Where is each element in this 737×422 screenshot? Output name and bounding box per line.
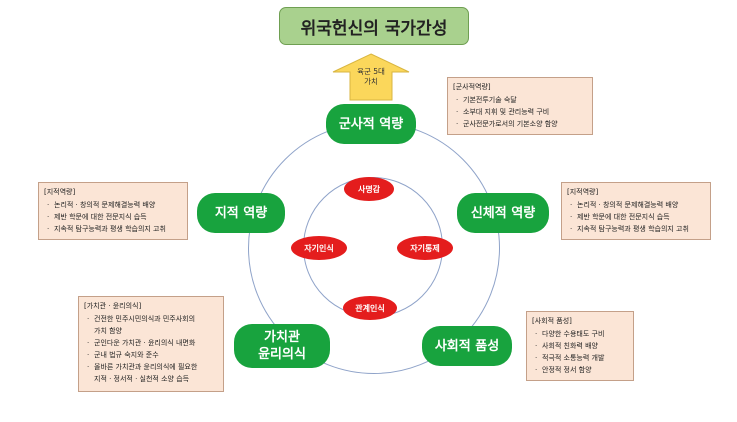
- center-bottom-oval: 관계인식: [343, 296, 397, 320]
- list-item: 제반 학문에 대한 전문지식 습득: [570, 211, 705, 223]
- list-item: 군내 법규 숙지와 준수: [87, 349, 218, 361]
- list-item: 적극적 소통능력 개발: [535, 352, 628, 364]
- pillar-values: 가치관 윤리의식: [234, 324, 330, 368]
- military-box: [군사적역량] 기본전투기술 숙달 소부대 지휘 및 관리능력 구비 군사전문가…: [447, 77, 593, 135]
- list-item-continuation: 지적 · 정서적 · 실천적 소양 습득: [94, 375, 190, 383]
- list-item: 올바른 가치관과 윤리의식에 필요한: [87, 361, 218, 373]
- pillar-values-line-2: 윤리의식: [258, 347, 306, 362]
- up-arrow-icon: [332, 53, 410, 101]
- page-title: 위국헌신의 국가간성: [279, 7, 469, 45]
- list-item: 안정적 정서 함양: [535, 364, 628, 376]
- social-box-header: [사회적 품성]: [532, 317, 572, 325]
- list-item: 사회적 친화력 배양: [535, 340, 628, 352]
- list-item: 지속적 탐구능력과 평생 학습의지 고취: [570, 223, 705, 235]
- list-item: 지속적 탐구능력과 평생 학습의지 고취: [47, 223, 182, 235]
- list-item: 건전한 민주시민의식과 민주사회의: [87, 313, 218, 325]
- values-box-header: [가치관 · 윤리의식]: [84, 302, 142, 310]
- pillar-military: 군사적 역량: [326, 104, 416, 144]
- intellectual-box-header: [지적역량]: [44, 188, 76, 196]
- center-top-oval: 사명감: [344, 177, 394, 201]
- center-right-oval: 자기통제: [397, 236, 453, 260]
- military-box-header: [군사적역량]: [453, 83, 491, 91]
- pillar-intellectual: 지적 역량: [197, 193, 285, 233]
- list-item-continuation: 가치 함양: [94, 327, 122, 335]
- center-left-oval: 자기인식: [291, 236, 347, 260]
- list-item: 제반 학문에 대한 전문지식 습득: [47, 211, 182, 223]
- list-item: 다양한 수용태도 구비: [535, 328, 628, 340]
- list-item: 군사전문가로서의 기본소양 함양: [456, 118, 587, 130]
- list-item: 군인다운 가치관 · 윤리의식 내면화: [87, 337, 218, 349]
- arrow-label: 육군 5대 가치: [350, 67, 392, 87]
- pillar-values-line-1: 가치관: [264, 330, 300, 345]
- intellectual-box: [지적역량] 논리적 · 창의적 문제해결능력 배양 제반 학문에 대한 전문지…: [38, 182, 188, 240]
- pillar-social: 사회적 품성: [422, 326, 512, 366]
- arrow-label-line-2: 가치: [364, 77, 378, 86]
- pillar-physical: 신체적 역량: [457, 193, 549, 233]
- list-item: 논리적 · 창의적 문제해결능력 배양: [570, 199, 705, 211]
- social-box: [사회적 품성] 다양한 수용태도 구비 사회적 친화력 배양 적극적 소통능력…: [526, 311, 634, 381]
- list-item: 논리적 · 창의적 문제해결능력 배양: [47, 199, 182, 211]
- physical-box-header: [지적역량]: [567, 188, 599, 196]
- values-box: [가치관 · 윤리의식] 건전한 민주시민의식과 민주사회의 가치 함양 군인다…: [78, 296, 224, 392]
- list-item: 기본전투기술 숙달: [456, 94, 587, 106]
- arrow-label-line-1: 육군 5대: [357, 67, 385, 76]
- list-item: 소부대 지휘 및 관리능력 구비: [456, 106, 587, 118]
- physical-box: [지적역량] 논리적 · 창의적 문제해결능력 배양 제반 학문에 대한 전문지…: [561, 182, 711, 240]
